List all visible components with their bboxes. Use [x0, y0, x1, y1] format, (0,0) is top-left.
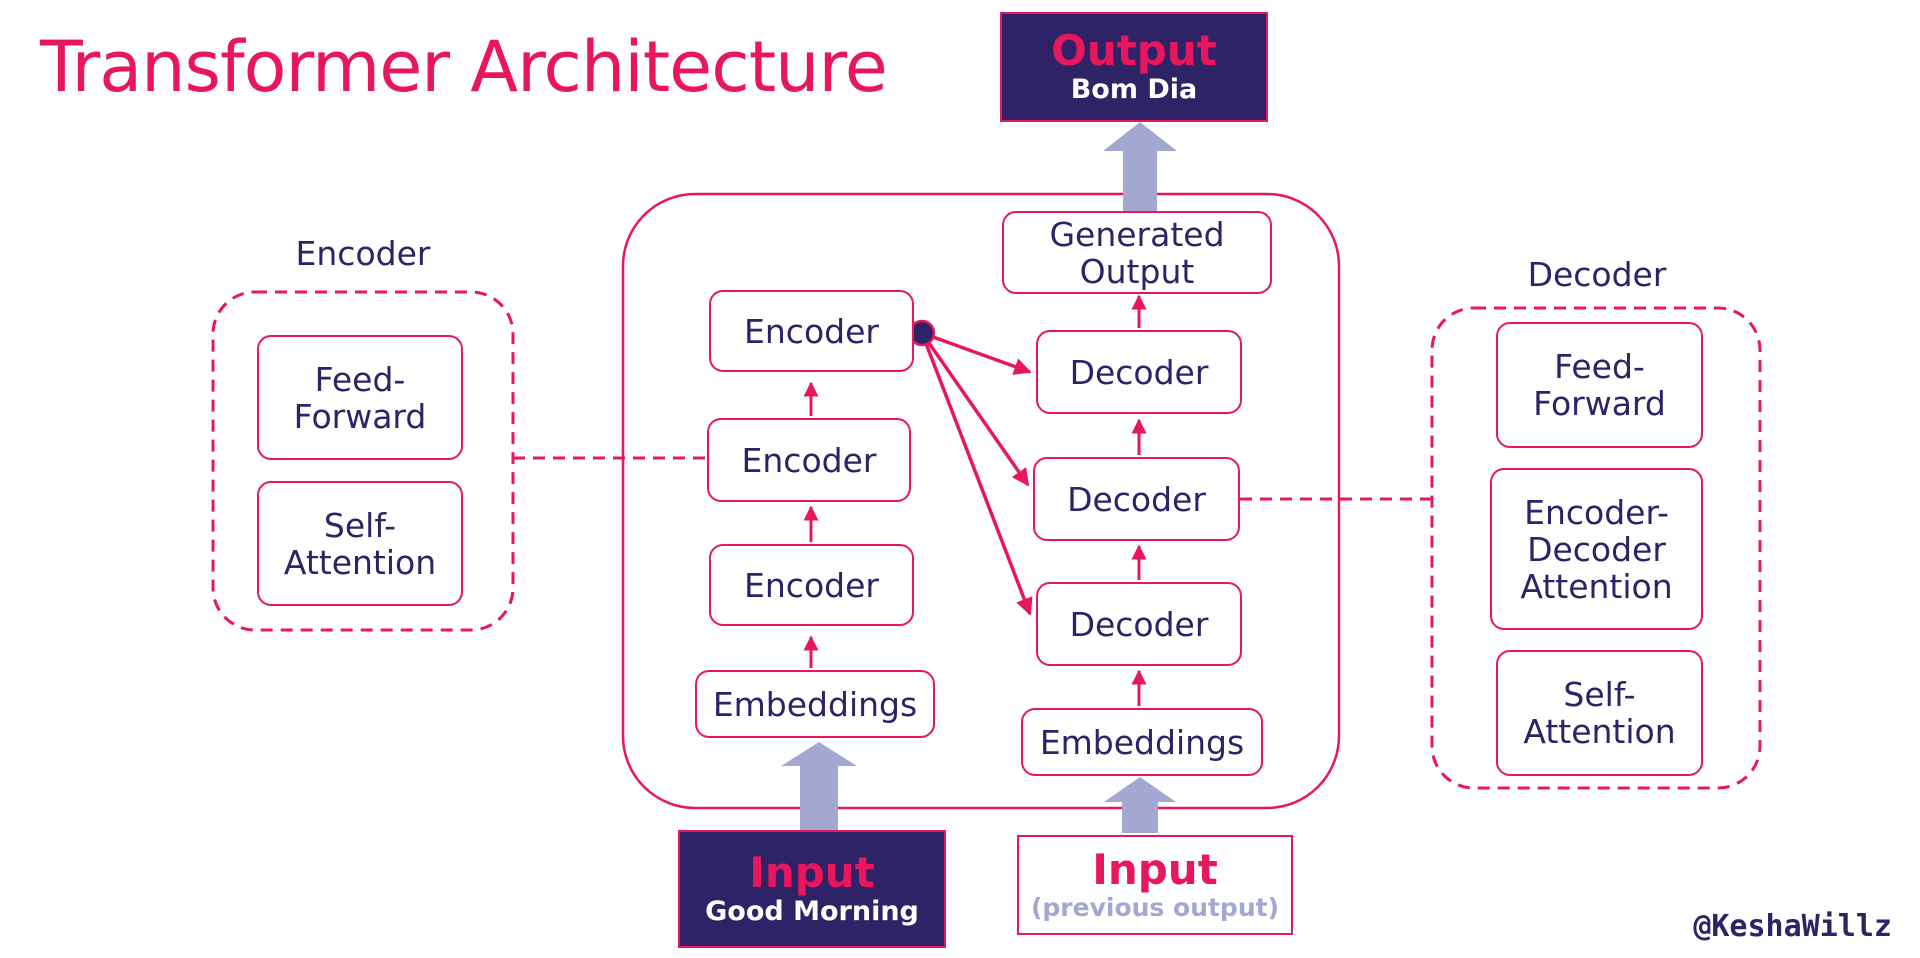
- input-arrow: [781, 742, 857, 830]
- decoder-detail-label: Decoder: [1527, 255, 1667, 294]
- encoder-detail-self-attention-label: Self- Attention: [283, 505, 437, 582]
- output-box: Output Bom Dia: [1000, 12, 1268, 122]
- page-title: Transformer Architecture: [40, 26, 888, 108]
- generated-output-label: Generated Output: [1049, 214, 1225, 291]
- decoder-layer-3: Decoder: [1036, 330, 1242, 414]
- decoder-detail-outline: [1430, 306, 1762, 790]
- output-text: Bom Dia: [1070, 74, 1198, 105]
- encoder-layer-3: Encoder: [709, 290, 914, 372]
- encoder-layer-2: Encoder: [707, 418, 911, 502]
- output-arrow: [1103, 122, 1177, 211]
- decoder-detail-self-attention: Self- Attention: [1496, 650, 1703, 776]
- input-heading: Input: [749, 848, 875, 897]
- input-box: Input Good Morning: [678, 830, 946, 948]
- output-heading: Output: [1051, 26, 1217, 75]
- generated-output: Generated Output: [1002, 211, 1272, 294]
- decoder-detail-enc-dec-attention-label: Encoder- Decoder Attention: [1520, 492, 1673, 606]
- arrow-enc-to-dec1: [920, 332, 1033, 616]
- prev-input-box: Input (previous output): [1017, 835, 1293, 935]
- encoder-detail-self-attention: Self- Attention: [257, 481, 463, 606]
- encoder-layer-1: Encoder: [709, 544, 914, 626]
- transformer-container: [621, 192, 1341, 810]
- prev-input-arrow: [1104, 777, 1176, 833]
- decoder-embeddings: Embeddings: [1021, 708, 1263, 776]
- encoder-detail-feed-forward-label: Feed- Forward: [293, 359, 427, 436]
- prev-input-heading: Input: [1092, 845, 1218, 894]
- encoder-embeddings: Embeddings: [695, 670, 935, 738]
- decoder-detail-feed-forward-label: Feed- Forward: [1533, 347, 1666, 423]
- decoder-layer-2: Decoder: [1033, 457, 1240, 541]
- encoder-detail-feed-forward: Feed- Forward: [257, 335, 463, 460]
- decoder-layer-1: Decoder: [1036, 582, 1242, 666]
- prev-input-text: (previous output): [1030, 893, 1280, 922]
- arrow-enc-to-dec2: [920, 331, 1030, 487]
- decoder-detail-enc-dec-attention: Encoder- Decoder Attention: [1490, 468, 1703, 630]
- encoder-detail-outline: [211, 290, 515, 632]
- encoder-detail-label: Encoder: [295, 234, 431, 273]
- author-handle: @KeshaWillz: [1693, 909, 1892, 944]
- decoder-detail-self-attention-label: Self- Attention: [1523, 675, 1676, 751]
- arrow-enc-to-dec3: [921, 331, 1032, 375]
- decoder-detail-feed-forward: Feed- Forward: [1496, 322, 1703, 448]
- input-text: Good Morning: [705, 896, 919, 927]
